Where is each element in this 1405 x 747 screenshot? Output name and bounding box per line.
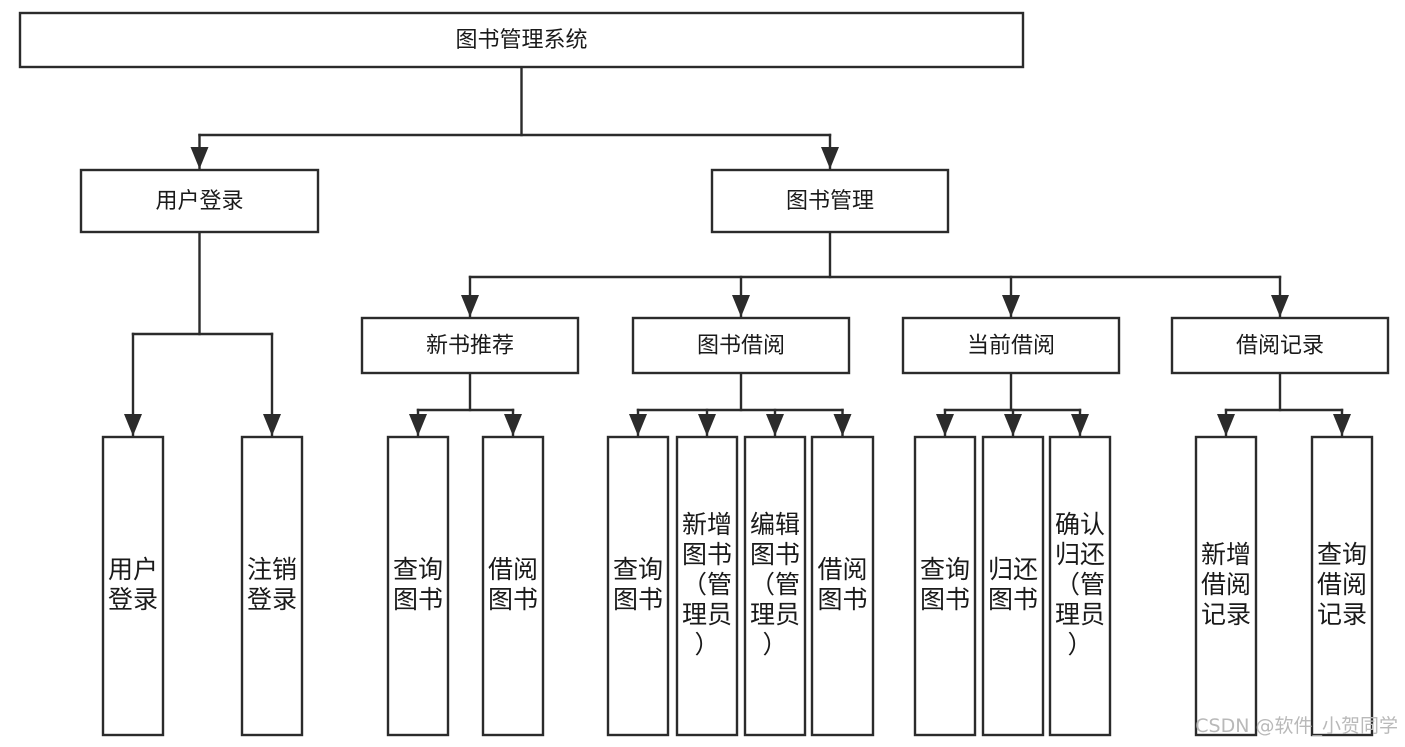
node-box <box>18 11 1025 69</box>
leaf-leaf-confirm-return-admin[interactable]: 确认归还（管理员） <box>1048 435 1112 737</box>
node-box <box>913 435 977 737</box>
node-label: 用户登录 <box>108 555 158 614</box>
node-book-manage[interactable]: 图书管理 <box>710 168 950 234</box>
arrow-head-icon <box>732 295 750 317</box>
node-layer: 图书管理系统用户登录图书管理新书推荐图书借阅当前借阅借阅记录用户登录注销登录查询… <box>18 11 1390 737</box>
leaf-leaf-return-book[interactable]: 归还图书 <box>981 435 1045 737</box>
node-label: 当前借阅 <box>967 334 1055 359</box>
leaf-leaf-query-book-borrow[interactable]: 查询图书 <box>606 435 670 737</box>
node-box <box>675 435 739 737</box>
node-box <box>79 168 320 234</box>
leaf-leaf-user-login[interactable]: 用户登录 <box>101 435 165 737</box>
node-borrow-record[interactable]: 借阅记录 <box>1170 316 1390 375</box>
arrow-head-icon <box>698 414 716 436</box>
arrow-head-icon <box>263 414 281 436</box>
node-box <box>606 435 670 737</box>
node-label: 查询借阅记录 <box>1317 540 1367 629</box>
node-box <box>386 435 450 737</box>
leaf-leaf-add-borrow-record[interactable]: 新增借阅记录 <box>1194 435 1258 737</box>
node-label: 注销登录 <box>247 555 297 614</box>
arrow-head-icon <box>409 414 427 436</box>
node-label: 新增图书（管理员） <box>682 510 732 659</box>
node-box <box>360 316 580 375</box>
leaf-leaf-add-book-admin[interactable]: 新增图书（管理员） <box>675 435 739 737</box>
leaf-leaf-query-book-rec[interactable]: 查询图书 <box>386 435 450 737</box>
connector-layer <box>124 65 1351 437</box>
node-box <box>631 316 851 375</box>
node-label: 查询图书 <box>920 555 970 614</box>
node-label: 图书借阅 <box>697 334 785 359</box>
csdn-watermark: CSDN @软件_小贺同学 <box>1195 715 1398 737</box>
arrow-head-icon <box>190 147 209 169</box>
node-label: 编辑图书（管理员） <box>750 510 800 659</box>
leaf-leaf-borrow-book[interactable]: 借阅图书 <box>810 435 875 737</box>
arrow-head-icon <box>124 414 142 436</box>
node-box <box>901 316 1121 375</box>
arrow-head-icon <box>821 147 839 169</box>
arrow-head-icon <box>1217 414 1235 436</box>
node-label: 用户登录 <box>155 189 243 214</box>
arrow-head-icon <box>1004 414 1022 436</box>
node-box <box>981 435 1045 737</box>
node-label: 确认归还（管理员） <box>1055 510 1105 659</box>
node-label: 图书管理 <box>786 189 874 214</box>
arrow-head-icon <box>504 414 522 436</box>
node-box <box>710 168 950 234</box>
leaf-leaf-logout[interactable]: 注销登录 <box>240 435 304 737</box>
arrow-head-icon <box>1071 414 1089 436</box>
node-current-borrow[interactable]: 当前借阅 <box>901 316 1121 375</box>
arrow-head-icon <box>1271 295 1289 317</box>
node-box <box>101 435 165 737</box>
node-box <box>1310 435 1374 737</box>
node-box <box>1048 435 1112 737</box>
node-label: 新增借阅记录 <box>1201 540 1251 629</box>
arrow-head-icon <box>833 414 852 436</box>
arrow-head-icon <box>1333 414 1351 436</box>
node-box <box>240 435 304 737</box>
node-box <box>1170 316 1390 375</box>
leaf-leaf-query-book-current[interactable]: 查询图书 <box>913 435 977 737</box>
node-label: 图书管理系统 <box>455 28 587 53</box>
arrow-head-icon <box>629 414 647 436</box>
node-label: 查询图书 <box>613 555 663 614</box>
node-box <box>810 435 875 737</box>
node-book-borrow[interactable]: 图书借阅 <box>631 316 851 375</box>
node-root[interactable]: 图书管理系统 <box>18 11 1025 69</box>
node-new-book-recommend[interactable]: 新书推荐 <box>360 316 580 375</box>
node-label: 借阅记录 <box>1236 334 1324 359</box>
node-label: 借阅图书 <box>488 555 538 614</box>
node-label: 新书推荐 <box>426 334 514 359</box>
leaf-leaf-borrow-book-rec[interactable]: 借阅图书 <box>481 435 545 737</box>
node-box <box>743 435 807 737</box>
arrow-head-icon <box>766 414 784 436</box>
leaf-leaf-query-borrow-record[interactable]: 查询借阅记录 <box>1310 435 1374 737</box>
leaf-leaf-edit-book-admin[interactable]: 编辑图书（管理员） <box>743 435 807 737</box>
node-user-login[interactable]: 用户登录 <box>79 168 320 234</box>
node-label: 归还图书 <box>988 555 1038 614</box>
arrow-head-icon <box>1002 295 1020 317</box>
node-label: 借阅图书 <box>817 555 867 614</box>
node-box <box>481 435 545 737</box>
arrow-head-icon <box>461 295 479 317</box>
node-box <box>1194 435 1258 737</box>
node-label: 查询图书 <box>393 555 443 614</box>
arrow-head-icon <box>936 414 954 436</box>
